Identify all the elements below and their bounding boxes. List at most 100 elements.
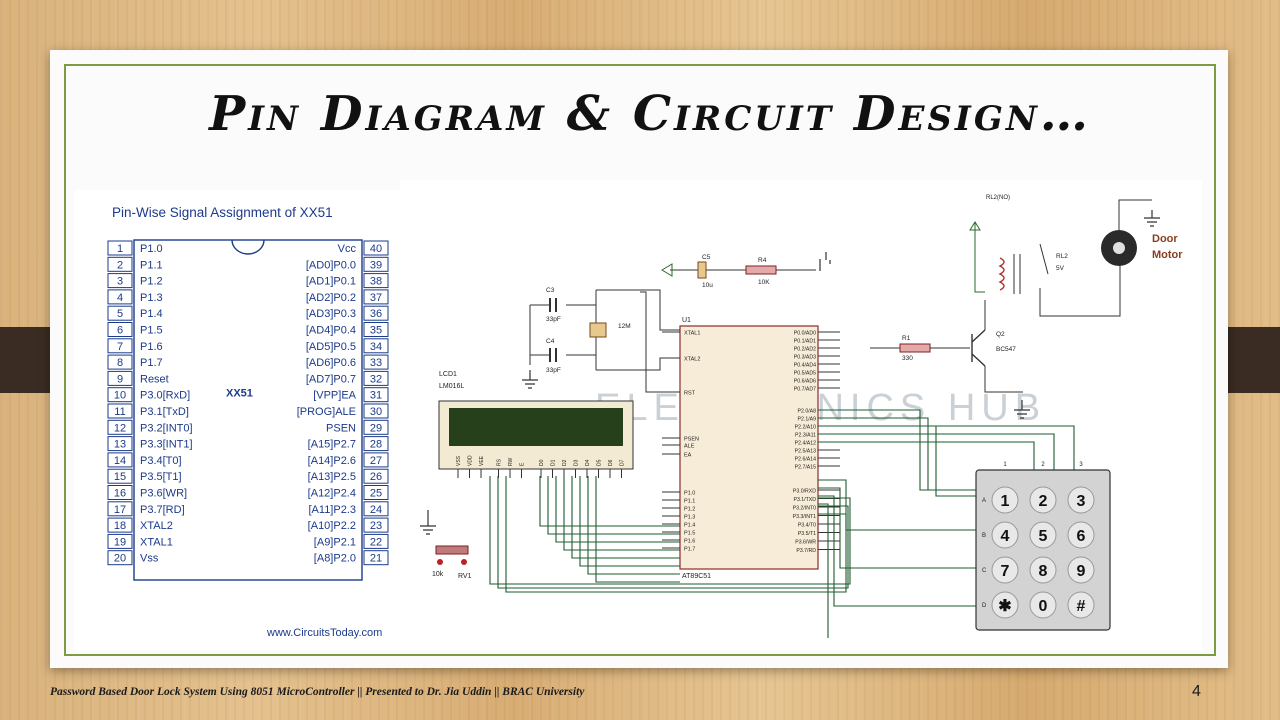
pin-box — [363, 322, 389, 337]
pin-label: [A15]P2.7 — [308, 439, 356, 451]
driver-wires — [870, 300, 1023, 393]
keypad-col-label: 3 — [1079, 462, 1083, 468]
lcd-pin-label: D1 — [551, 459, 557, 466]
slide-frame — [64, 64, 1216, 656]
lcd-pin-label: D4 — [585, 459, 591, 466]
keypad-key — [1067, 521, 1095, 549]
r1-ref: R1 — [902, 335, 911, 342]
resistor-r1 — [899, 343, 931, 353]
pin-label: P3.3[INT1] — [140, 439, 193, 451]
lcd-pin-label: D5 — [597, 459, 603, 466]
keypad-key — [1029, 556, 1057, 584]
keypad-key — [1067, 486, 1095, 514]
pin-number: 32 — [370, 373, 382, 385]
pin-box — [363, 354, 389, 370]
keypad-key-label: 4 — [1001, 528, 1010, 545]
pin-box — [107, 338, 133, 354]
motor-label-2: Motor — [1152, 249, 1183, 261]
mcu-pin-label: P1.0 — [684, 491, 695, 497]
pin-label: [A12]P2.4 — [308, 488, 356, 500]
pin-number: 34 — [370, 341, 382, 353]
pin-number: 1 — [117, 243, 123, 255]
r1-value: 330 — [902, 355, 913, 362]
door-motor-hub — [1113, 242, 1125, 254]
pin-number: 3 — [117, 276, 123, 288]
mcu-pin-label: P2.0/A8 — [798, 409, 817, 415]
keypad-key-label: 5 — [1039, 528, 1048, 545]
pin-box — [107, 533, 133, 549]
reset-wire — [640, 291, 680, 393]
pin-number: 33 — [370, 357, 382, 369]
watermark-text: ELECTRONICS HUB — [595, 387, 1046, 429]
pin-label: P3.5[T1] — [140, 471, 182, 483]
pin-number: 22 — [370, 536, 382, 548]
potentiometer — [435, 545, 469, 555]
pin-box — [363, 533, 389, 549]
pin-box — [363, 338, 389, 354]
pin-box — [107, 289, 133, 305]
pin-number: 39 — [370, 259, 382, 271]
lcd-part: LM016L — [439, 383, 464, 390]
pin-box — [107, 354, 133, 370]
pin-box — [363, 387, 389, 403]
pin-box — [107, 501, 133, 517]
pin-box — [107, 387, 133, 403]
pin-box — [363, 240, 389, 256]
keypad-key-label: 6 — [1077, 528, 1086, 545]
mcu-pin-label: P0.7/AD7 — [794, 387, 816, 393]
keypad-key-label: 8 — [1039, 563, 1048, 580]
c3-value: 33pF — [546, 316, 561, 323]
c5-ref: C5 — [702, 254, 711, 261]
mcu-pin-label: P0.0/AD0 — [794, 331, 816, 337]
pin-label: P1.4 — [140, 308, 163, 320]
pin-number: 25 — [370, 488, 382, 500]
pin-label: P1.5 — [140, 325, 163, 337]
pin-number: 4 — [117, 292, 123, 304]
mcu-pin-label: P1.6 — [684, 539, 695, 545]
keypad-key-label: 0 — [1039, 598, 1048, 615]
pin-label: P3.7[RD] — [140, 504, 185, 516]
relay-supply — [969, 221, 985, 293]
resistor-r4 — [745, 265, 777, 275]
mcu-pin-label: P1.4 — [684, 523, 695, 529]
r4-value: 10K — [758, 279, 770, 286]
keypad-key — [1029, 521, 1057, 549]
keypad-key-label: ✱ — [998, 598, 1011, 615]
page-number: 4 — [1192, 683, 1201, 700]
mcu-ref: U1 — [682, 317, 691, 324]
pin-number: 29 — [370, 422, 382, 434]
keypad-row-label: B — [982, 533, 986, 539]
pin-number: 37 — [370, 292, 382, 304]
pin-number: 19 — [114, 536, 126, 548]
mcu-pin-label: P2.7/A15 — [795, 465, 816, 471]
pin-label: [AD6]P0.6 — [306, 357, 356, 369]
mcu-pin-label: EA — [684, 453, 692, 459]
pin-number: 28 — [370, 439, 382, 451]
q2-part: BC547 — [996, 346, 1016, 353]
mcu-pin-label: RST — [684, 391, 696, 397]
keypad-key-label: 3 — [1077, 493, 1086, 510]
pin-label: P1.6 — [140, 341, 163, 353]
mcu-pin-label: P2.5/A13 — [795, 449, 816, 455]
mcu-pin-label: XTAL2 — [684, 357, 700, 363]
pin-number: 38 — [370, 276, 382, 288]
mcu-pin-label: P2.6/A14 — [795, 457, 816, 463]
mcu-pin-label: P3.5/T1 — [798, 531, 816, 537]
pin-number: 24 — [370, 504, 382, 516]
keypad-key — [991, 591, 1019, 619]
pot-value: 10k — [432, 571, 444, 578]
pin-number: 17 — [114, 504, 126, 516]
pin-label: P3.1[TxD] — [140, 406, 189, 418]
mcu-pin-label: P1.3 — [684, 515, 695, 521]
pin-label: P1.1 — [140, 259, 163, 271]
pin-number: 23 — [370, 520, 382, 532]
pin-label: [A10]P2.2 — [308, 520, 356, 532]
pin-box — [363, 550, 389, 566]
crystal-value: 12M — [618, 323, 631, 330]
pin-number: 12 — [114, 422, 126, 434]
pinout-chip-body — [133, 239, 363, 581]
pin-number: 40 — [370, 243, 382, 255]
pin-box — [363, 501, 389, 517]
